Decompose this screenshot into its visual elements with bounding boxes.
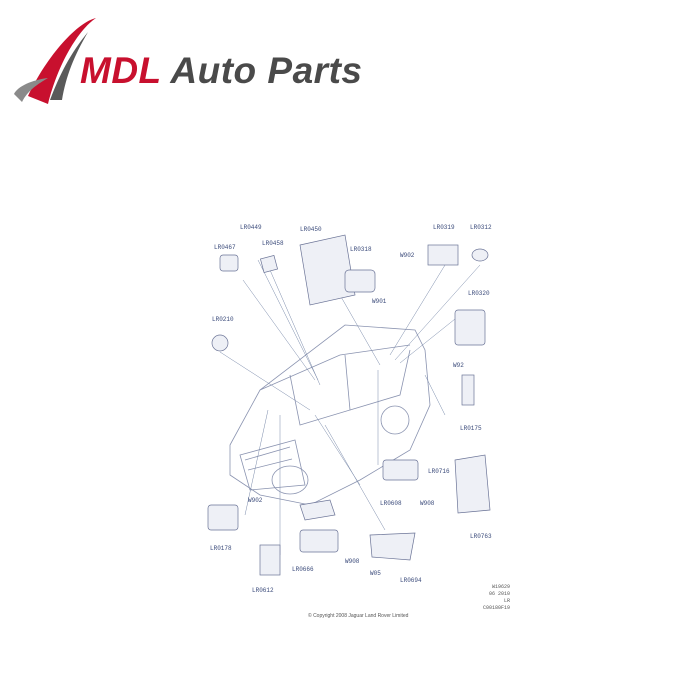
ecu-part <box>299 529 339 553</box>
part-label: LR0318 <box>350 246 372 253</box>
part-label: W05 <box>370 570 381 577</box>
sensor-round-part <box>471 248 489 262</box>
diagram-code: W19629 06 2010 LR C00180F19 <box>470 584 510 612</box>
logo-swoosh-icon <box>14 18 96 104</box>
part-label: LR0210 <box>212 316 234 323</box>
part-label: LR0763 <box>470 533 492 540</box>
sensor-part <box>219 254 239 272</box>
part-label: LR0612 <box>252 587 274 594</box>
part-label: W902 <box>248 497 263 504</box>
cover-part <box>299 499 336 521</box>
part-label: W92 <box>453 362 464 369</box>
code-line: LR <box>503 598 510 604</box>
part-label: W908 <box>345 558 360 565</box>
code-line: 06 2010 <box>488 591 510 597</box>
slim-module-part <box>461 374 475 406</box>
switch-part <box>427 244 459 266</box>
part-label: LR0175 <box>460 425 482 432</box>
part-label: LR0716 <box>428 468 450 475</box>
tray-part <box>369 532 416 561</box>
latch-part <box>454 454 491 514</box>
part-label: LR0320 <box>468 290 490 297</box>
part-label: LR0312 <box>470 224 492 231</box>
logo-text: MDL Auto Parts <box>80 50 362 92</box>
part-label: LR0319 <box>433 224 455 231</box>
code-line: C00180F19 <box>482 605 510 611</box>
control-unit-part <box>344 269 376 293</box>
harness-module-part <box>382 459 419 481</box>
code-line: W19629 <box>491 584 510 590</box>
bracket-part <box>259 254 279 274</box>
part-label: LR0449 <box>240 224 262 231</box>
part-label: LR0450 <box>300 226 322 233</box>
part-labels: LR0449 LR0458 LR0467 LR0450 LR0318 LR031… <box>210 224 492 594</box>
part-label: LR0178 <box>210 545 232 552</box>
parts <box>207 234 491 576</box>
part-label: W908 <box>420 500 435 507</box>
vehicle-outline <box>229 324 431 506</box>
part-label: LR0666 <box>292 566 314 573</box>
buzzer-part <box>211 334 229 352</box>
mounting-plate-part <box>299 234 356 306</box>
part-label: W902 <box>400 252 415 259</box>
mdl-auto-parts-logo: MDL Auto Parts <box>8 14 362 104</box>
logo-text-auto-parts: Auto Parts <box>160 50 363 91</box>
leader-lines <box>219 259 481 555</box>
module-part <box>454 309 486 346</box>
parts-diagram: LR0449 LR0458 LR0467 LR0450 LR0318 LR031… <box>207 224 492 594</box>
copyright-notice: © Copyright 2008 Jaguar Land Rover Limit… <box>308 613 409 619</box>
logo-text-mdl: MDL <box>80 50 161 91</box>
card-part <box>259 544 281 576</box>
part-label: LR0694 <box>400 577 422 584</box>
part-label: LR0467 <box>214 244 236 251</box>
part-label: LR0608 <box>380 500 402 507</box>
part-label: LR0458 <box>262 240 284 247</box>
part-label: W901 <box>372 298 387 305</box>
receiver-part <box>207 504 239 531</box>
